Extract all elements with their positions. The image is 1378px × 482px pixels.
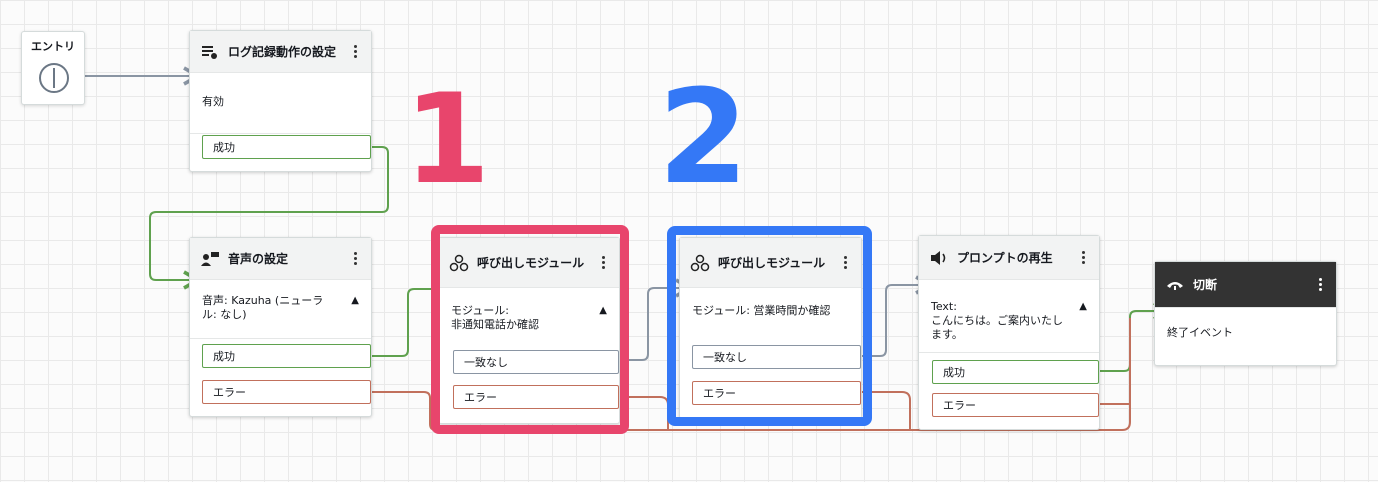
more-options-icon[interactable] bbox=[839, 256, 851, 269]
more-options-icon[interactable] bbox=[1314, 278, 1326, 291]
annotation-number-1: 1 bbox=[404, 68, 491, 212]
more-options-icon[interactable] bbox=[349, 45, 361, 58]
node-body-line: こんにちは。ご案内いたし bbox=[931, 314, 1063, 327]
node-body: モジュール: 営業時間か確認 bbox=[692, 304, 831, 317]
module-icon bbox=[690, 253, 710, 273]
voice-settings-icon bbox=[200, 249, 220, 269]
node-body: 終了イベント bbox=[1167, 326, 1233, 339]
log-settings-icon bbox=[200, 42, 220, 62]
node-title: 切断 bbox=[1193, 278, 1218, 292]
more-options-icon[interactable] bbox=[597, 256, 609, 269]
entry-label: エントリ bbox=[31, 40, 75, 53]
voice-settings-node[interactable]: 音声の設定 音声: Kazuha (ニューラル: なし) ▲ 成功 エラー bbox=[189, 237, 372, 417]
collapse-chevron-icon[interactable]: ▲ bbox=[599, 305, 607, 316]
port-success[interactable]: 成功 bbox=[202, 135, 371, 159]
node-body-line: 非通知電話か確認 bbox=[451, 318, 539, 331]
node-title: ログ記録動作の設定 bbox=[228, 45, 337, 59]
port-success[interactable]: 成功 bbox=[932, 360, 1099, 384]
port-no-match[interactable]: 一致なし bbox=[692, 345, 861, 369]
port-error[interactable]: エラー bbox=[202, 380, 371, 404]
port-success[interactable]: 成功 bbox=[202, 344, 371, 368]
node-body-line: モジュール: bbox=[451, 304, 509, 317]
annotation-number-2: 2 bbox=[658, 61, 749, 213]
invoke-module-node-1[interactable]: 呼び出しモジュール モジュール: 非通知電話か確認 ▲ 一致なし エラー bbox=[438, 237, 620, 424]
port-error[interactable]: エラー bbox=[453, 385, 619, 409]
port-error[interactable]: エラー bbox=[692, 381, 861, 405]
node-body: 音声: Kazuha (ニューラル: なし) bbox=[202, 294, 324, 321]
entry-start-icon bbox=[39, 63, 69, 93]
module-icon bbox=[449, 253, 469, 273]
node-body-line: ます。 bbox=[931, 328, 963, 341]
port-no-match[interactable]: 一致なし bbox=[453, 350, 619, 374]
highlight-box-1 bbox=[431, 225, 629, 434]
highlight-box-2 bbox=[667, 226, 872, 426]
invoke-module-node-2[interactable]: 呼び出しモジュール モジュール: 営業時間か確認 一致なし エラー bbox=[679, 237, 862, 419]
play-prompt-node[interactable]: プロンプトの再生 Text: こんにちは。ご案内いたし ます。 ▲ 成功 エラー bbox=[918, 235, 1100, 430]
more-options-icon[interactable] bbox=[349, 252, 361, 265]
hangup-icon bbox=[1165, 275, 1185, 295]
disconnect-node[interactable]: 切断 終了イベント bbox=[1154, 261, 1337, 366]
node-title: プロンプトの再生 bbox=[957, 251, 1053, 265]
collapse-chevron-icon[interactable]: ▲ bbox=[351, 295, 359, 306]
speaker-icon bbox=[929, 248, 949, 268]
node-body-line: Text: bbox=[931, 300, 957, 313]
port-error[interactable]: エラー bbox=[932, 393, 1099, 417]
node-title: 音声の設定 bbox=[228, 252, 289, 266]
more-options-icon[interactable] bbox=[1077, 251, 1089, 264]
entry-node[interactable]: エントリ bbox=[21, 31, 85, 105]
node-title: 呼び出しモジュール bbox=[718, 256, 826, 270]
collapse-chevron-icon[interactable]: ▲ bbox=[1079, 301, 1087, 312]
node-body: 有効 bbox=[202, 95, 224, 108]
log-settings-node[interactable]: ログ記録動作の設定 有効 成功 bbox=[189, 30, 372, 172]
node-title: 呼び出しモジュール bbox=[477, 256, 585, 270]
